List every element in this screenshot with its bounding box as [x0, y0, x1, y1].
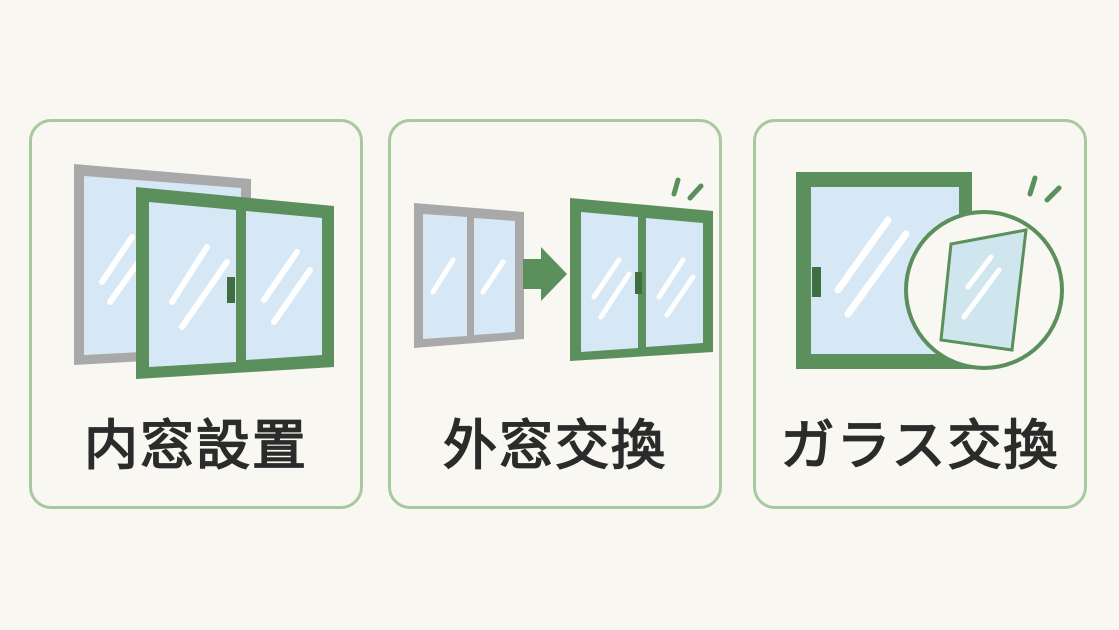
window-replace-icon [414, 177, 713, 361]
double-window-icon [74, 164, 334, 379]
glass-replace-icon [796, 172, 1064, 370]
glass-pane-icon [904, 210, 1064, 370]
card-label: 内窓設置 [84, 414, 308, 477]
inner-window-icon [136, 187, 334, 379]
sparkle-icon [1027, 175, 1062, 203]
inner-window-card[interactable]: 内窓設置 [29, 119, 363, 509]
outer-window-card[interactable]: 外窓交換 [388, 119, 722, 509]
sparkle-icon [671, 177, 704, 201]
old-window-icon [414, 203, 524, 348]
glass-card[interactable]: ガラス交換 [753, 119, 1087, 509]
card-label: 外窓交換 [443, 414, 667, 477]
card-label: ガラス交換 [780, 414, 1060, 477]
arrow-right-icon [523, 247, 567, 301]
new-window-icon [570, 198, 713, 361]
